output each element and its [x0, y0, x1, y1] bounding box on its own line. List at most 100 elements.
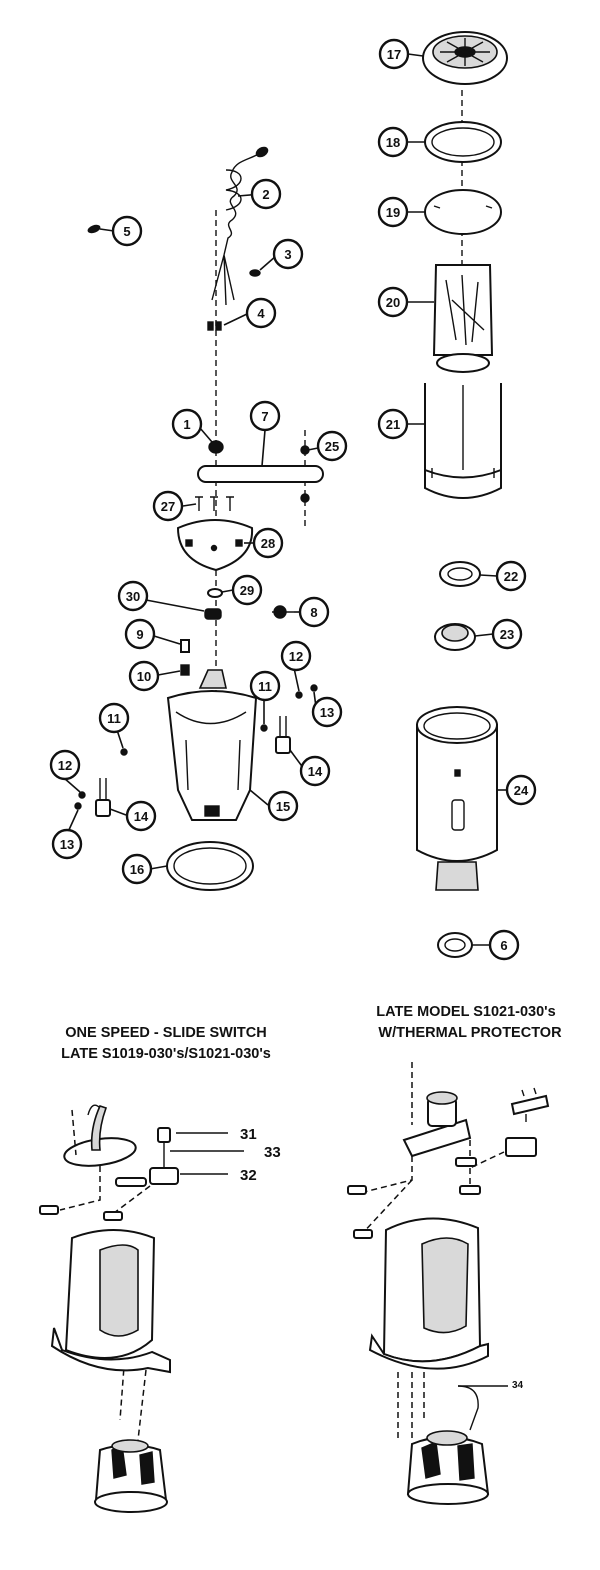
inset-left-motor-part [94, 1439, 168, 1513]
svg-text:11: 11 [107, 711, 121, 726]
callout-7: 7 [249, 400, 281, 432]
svg-text:12: 12 [58, 758, 72, 773]
callout-12-right: 12 [280, 640, 312, 672]
handle-bar-part [197, 465, 324, 483]
label-31: 31 [240, 1126, 257, 1143]
callout-5: 5 [111, 215, 143, 247]
slide-switch-part [115, 1127, 179, 1187]
callout-9: 9 [124, 618, 156, 650]
callout-4: 4 [245, 297, 277, 329]
thermal-switch-part [505, 1087, 550, 1157]
svg-text:12: 12 [289, 649, 303, 664]
small-screw-part [87, 224, 101, 234]
svg-text:29: 29 [240, 583, 254, 598]
callout-6: 6 [488, 929, 520, 961]
svg-text:22: 22 [504, 569, 518, 584]
inset-right-motor-part [406, 1430, 490, 1505]
callout-12-left: 12 [49, 749, 81, 781]
callout-27: 27 [152, 490, 184, 522]
svg-text:25: 25 [325, 439, 339, 454]
callout-11-right: 11 [249, 670, 281, 702]
inset-right-housing-part [368, 1217, 489, 1370]
filter-cage-part [424, 383, 502, 499]
label-34: 34 [512, 1380, 524, 1391]
right-column-assembly [416, 31, 508, 958]
svg-text:17: 17 [387, 47, 401, 62]
bushing-part [204, 608, 222, 620]
filter-bag-part [432, 264, 494, 373]
filter-cap-part [422, 31, 508, 85]
svg-text:20: 20 [386, 295, 400, 310]
callout-21: 21 [377, 408, 409, 440]
svg-text:1: 1 [183, 417, 190, 432]
callout-18: 18 [377, 126, 409, 158]
power-cord-part [211, 146, 269, 306]
callout-labels: 2 3 4 5 1 7 25 27 28 29 30 8 9 10 11 11 … [49, 38, 537, 961]
svg-text:14: 14 [134, 809, 149, 824]
filter-disc-part [424, 189, 502, 235]
svg-text:19: 19 [386, 205, 400, 220]
callout-30: 30 [117, 580, 149, 612]
inset-left: ONE SPEED - SLIDE SWITCH LATE S1019-030'… [39, 1025, 281, 1513]
callout-17: 17 [378, 38, 410, 70]
callout-10: 10 [128, 660, 160, 692]
svg-text:3: 3 [284, 247, 291, 262]
callout-11-left: 11 [98, 702, 130, 734]
motor-housing-part [166, 669, 258, 821]
svg-text:10: 10 [137, 669, 151, 684]
inset-left-heading-line1: ONE SPEED - SLIDE SWITCH [65, 1025, 266, 1041]
leader-lines [63, 53, 507, 946]
svg-text:9: 9 [136, 627, 143, 642]
gasket-ring-part [166, 841, 254, 891]
svg-text:16: 16 [130, 862, 144, 877]
inset-left-housing-part [50, 1229, 171, 1374]
callout-8: 8 [298, 596, 330, 628]
svg-text:7: 7 [261, 409, 268, 424]
label-32: 32 [240, 1167, 257, 1184]
grommet-part [439, 561, 481, 587]
callout-25: 25 [316, 430, 348, 462]
clamp-part-right [275, 716, 291, 754]
washer-part [207, 588, 223, 598]
callout-22: 22 [495, 560, 527, 592]
svg-text:13: 13 [60, 837, 74, 852]
svg-text:5: 5 [123, 224, 130, 239]
inset-right-heading-line2: W/THERMAL PROTECTOR [378, 1025, 562, 1041]
svg-text:8: 8 [310, 605, 317, 620]
callout-15: 15 [267, 790, 299, 822]
svg-text:30: 30 [126, 589, 140, 604]
strain-relief-part [208, 440, 224, 454]
canister-part [416, 706, 498, 891]
svg-text:13: 13 [320, 705, 334, 720]
inset-right: LATE MODEL S1021-030's W/THERMAL PROTECT… [347, 1004, 562, 1505]
svg-text:23: 23 [500, 627, 514, 642]
inset-right-heading-line1: LATE MODEL S1021-030's [376, 1004, 555, 1020]
callout-14-left: 14 [125, 800, 157, 832]
callout-23: 23 [491, 618, 523, 650]
callout-1: 1 [171, 408, 203, 440]
callout-19: 19 [377, 196, 409, 228]
inset-left-heading-line2: LATE S1019-030's/S1021-030's [61, 1046, 271, 1062]
callout-16: 16 [121, 853, 153, 885]
svg-text:15: 15 [276, 799, 290, 814]
switch-knob-part [180, 639, 190, 653]
band-clamp-part [437, 932, 473, 958]
callout-3: 3 [272, 238, 304, 270]
callout-24: 24 [505, 774, 537, 806]
svg-text:24: 24 [514, 783, 529, 798]
svg-text:6: 6 [500, 938, 507, 953]
wire-nuts-part [207, 321, 222, 331]
svg-text:4: 4 [257, 306, 265, 321]
svg-text:28: 28 [261, 536, 275, 551]
svg-text:27: 27 [161, 499, 175, 514]
callout-13-left: 13 [51, 828, 83, 860]
thermal-plate-part [402, 1091, 472, 1158]
callout-29: 29 [231, 574, 263, 606]
clamp-part-left [95, 778, 111, 817]
svg-text:21: 21 [386, 417, 400, 432]
switch-part [180, 664, 190, 676]
callout-20: 20 [377, 286, 409, 318]
connector-part [249, 269, 261, 277]
callout-14-right: 14 [299, 755, 331, 787]
svg-text:2: 2 [262, 187, 269, 202]
